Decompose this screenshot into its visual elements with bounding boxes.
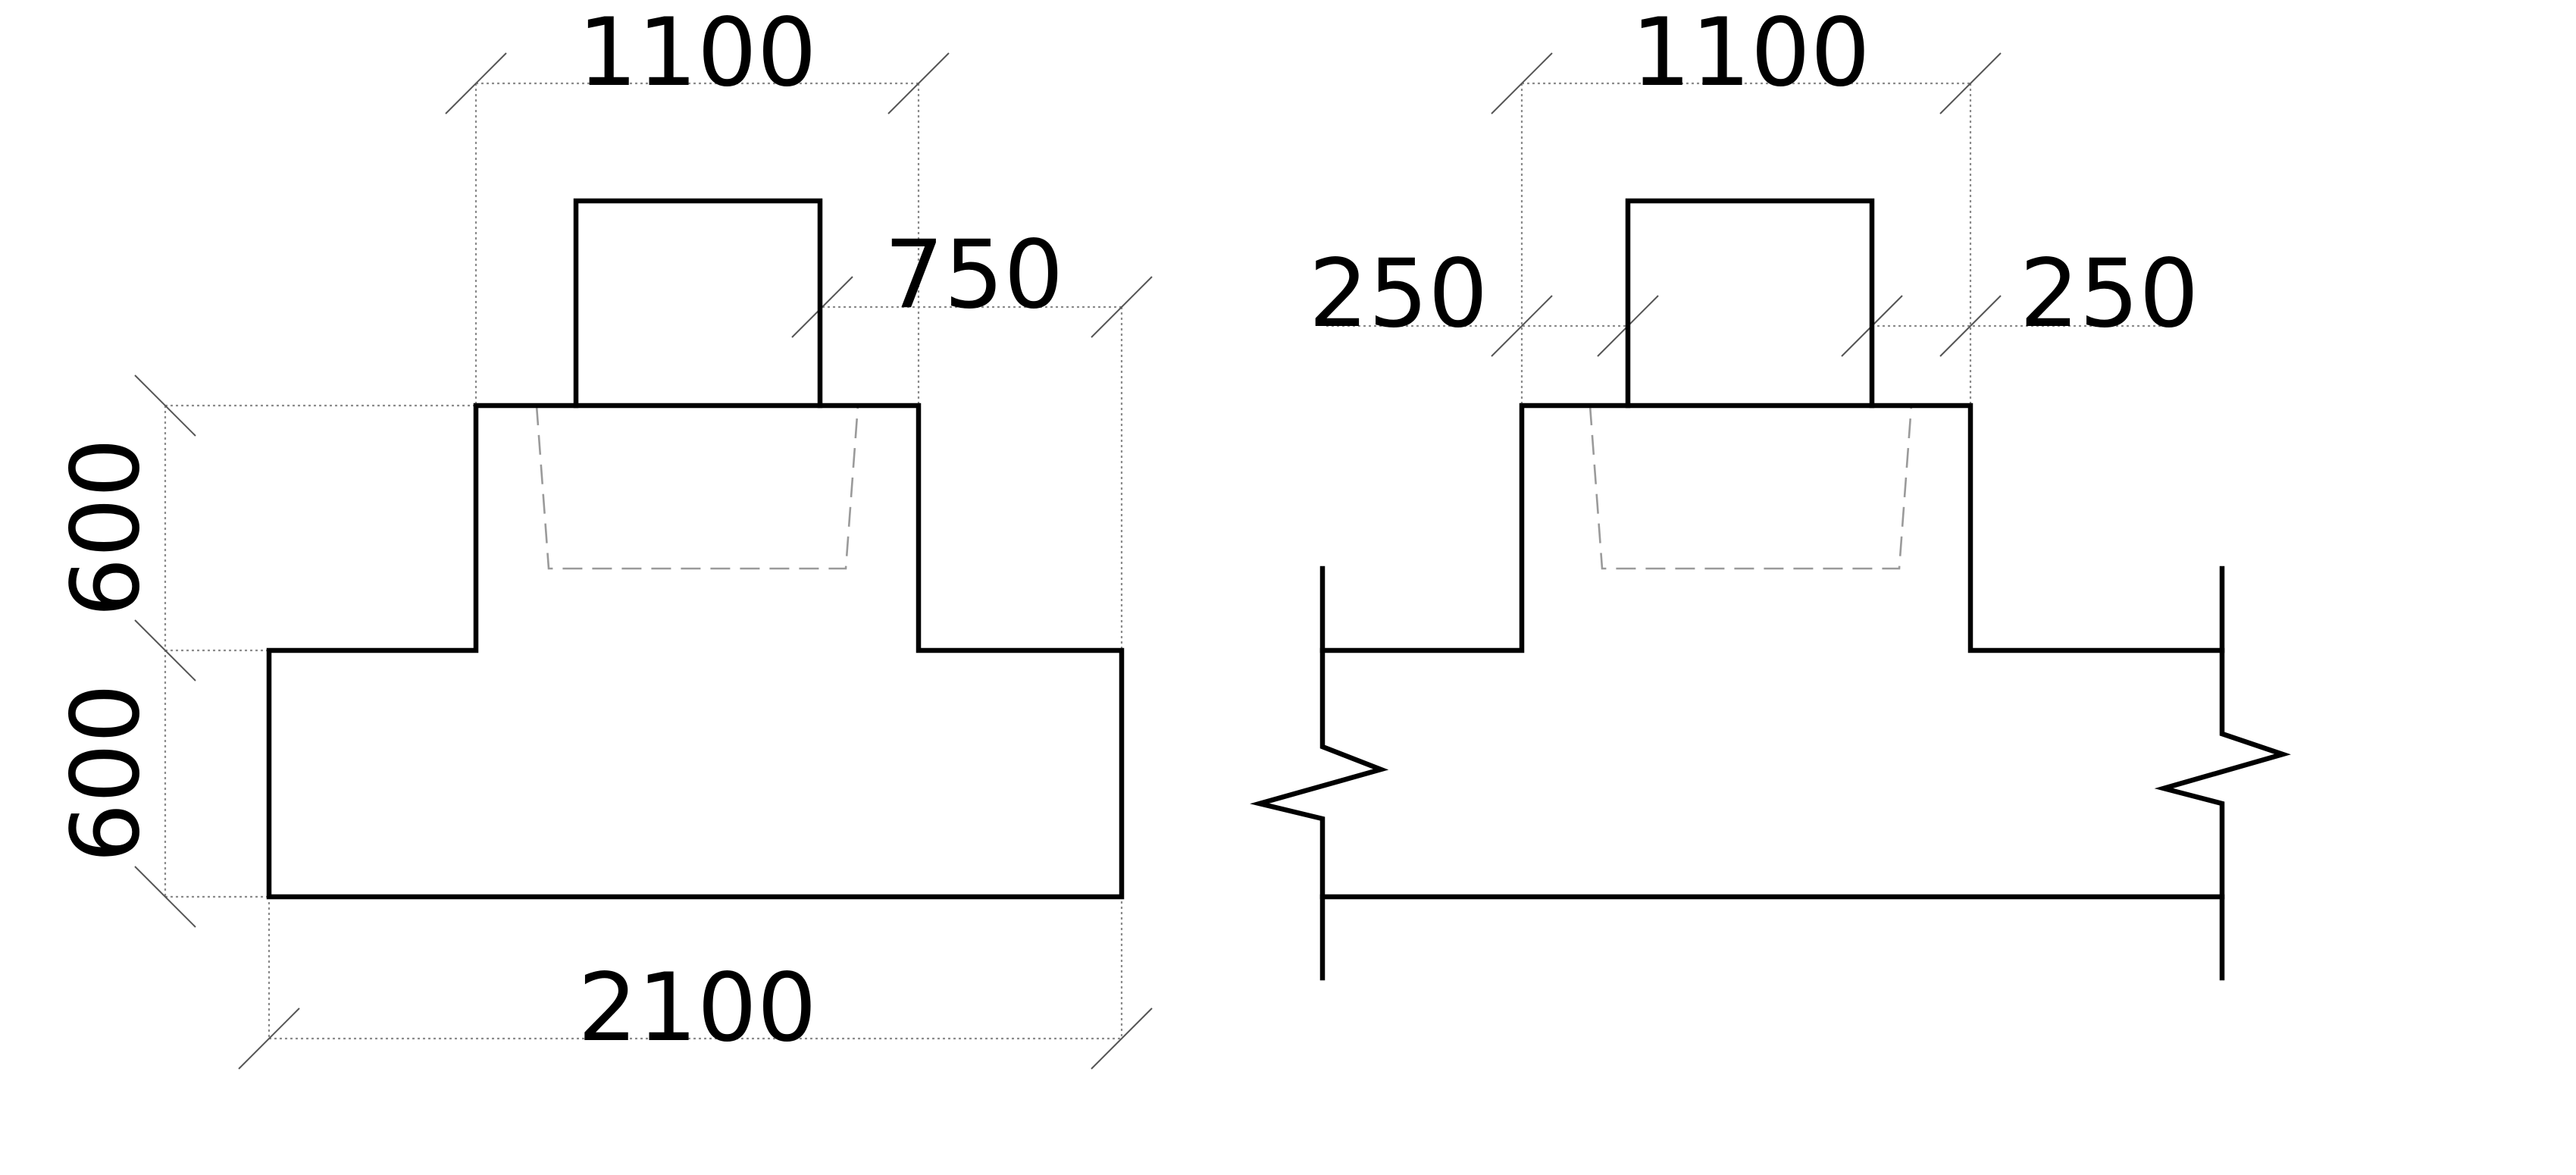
dim-column-offset: 750 [884, 221, 1064, 330]
right-hidden-socket [1588, 405, 1913, 570]
dim-left-edge: 250 [1309, 240, 1488, 349]
dim-right-edge: 250 [2020, 240, 2199, 349]
dim-base-width: 2100 [577, 954, 817, 1063]
right-foundation-outline [1319, 198, 2225, 653]
left-break-line [1250, 566, 1389, 981]
left-dimension-lines [134, 52, 1153, 1070]
left-foundation-view: 1100 750 600 600 2100 [52, 0, 1153, 1070]
dim-lower-step-height: 600 [52, 684, 161, 863]
right-foundation-view: 1100 250 250 [1250, 0, 2291, 981]
left-hidden-socket [535, 405, 859, 570]
dim-top-width-right: 1100 [1631, 0, 1870, 108]
dim-top-width-left: 1100 [577, 0, 817, 108]
right-break-line [2154, 566, 2291, 981]
dim-upper-step-height: 600 [52, 438, 161, 618]
